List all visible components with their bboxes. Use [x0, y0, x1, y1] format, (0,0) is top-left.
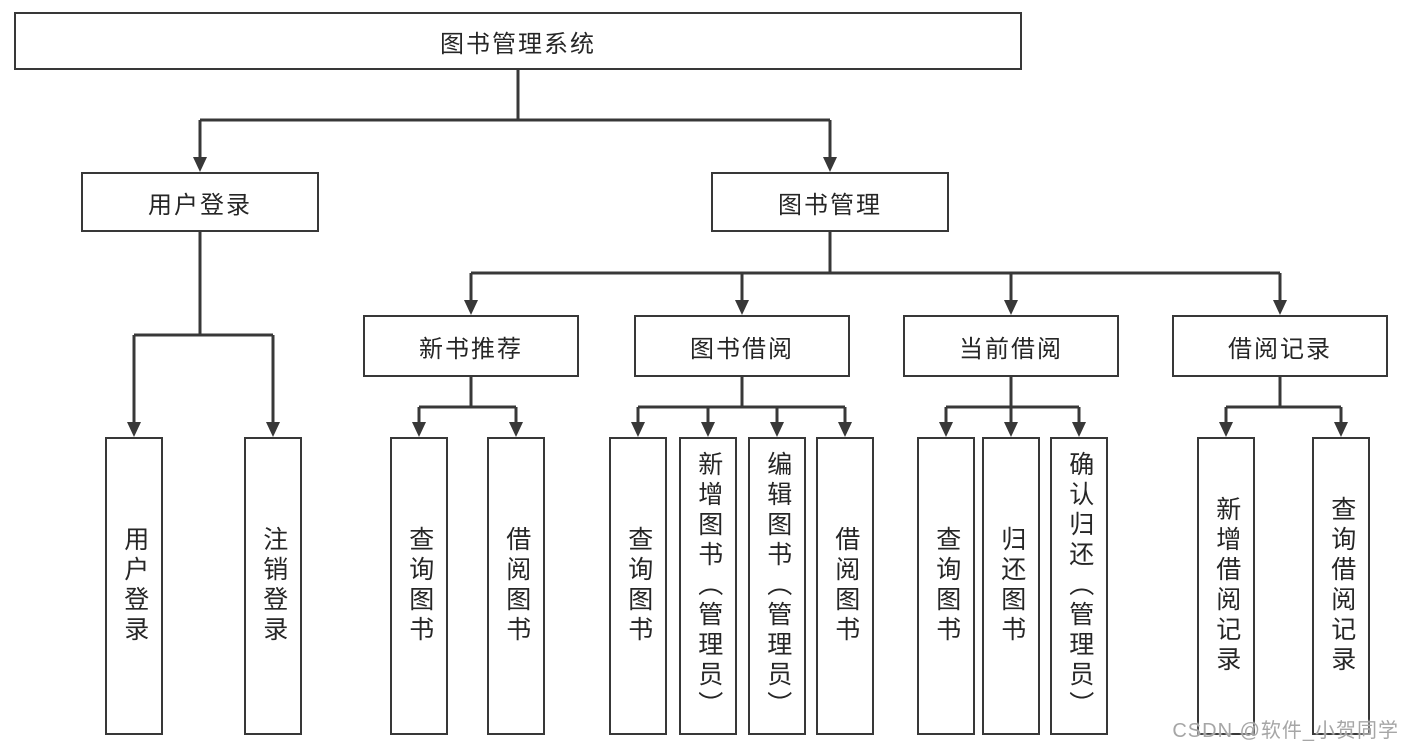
leaf-user-login: 用户登录 — [105, 437, 163, 735]
leaf-label: 借阅图书 — [831, 526, 860, 646]
leaf-label: 查询图书 — [624, 526, 653, 646]
node-label: 新书推荐 — [419, 335, 523, 363]
leaf-label: 归还图书 — [997, 526, 1026, 646]
node-label: 图书管理系统 — [440, 30, 596, 58]
leaf-return-books: 归还图书 — [982, 437, 1040, 735]
leaf-label: 借阅图书 — [502, 526, 531, 646]
node-borrow-records: 借阅记录 — [1172, 315, 1388, 377]
leaf-query-borrow-record: 查询借阅记录 — [1312, 437, 1370, 735]
leaf-label: 新增借阅记录 — [1212, 496, 1241, 676]
leaf-query-books-current: 查询图书 — [917, 437, 975, 735]
node-label: 当前借阅 — [959, 335, 1063, 363]
watermark: CSDN @软件_小贺同学 — [1172, 720, 1399, 742]
leaf-add-books-admin: 新增图书（管理员） — [679, 437, 737, 735]
node-label: 用户登录 — [148, 191, 252, 219]
node-label: 图书借阅 — [690, 335, 794, 363]
leaf-edit-books-admin: 编辑图书（管理员） — [748, 437, 806, 735]
leaf-label: 用户登录 — [120, 526, 149, 646]
leaf-label: 查询借阅记录 — [1327, 496, 1356, 676]
leaf-logout: 注销登录 — [244, 437, 302, 735]
leaf-borrow-books: 借阅图书 — [816, 437, 874, 735]
node-book-management: 图书管理 — [711, 172, 949, 232]
node-user-login: 用户登录 — [81, 172, 319, 232]
leaf-label: 查询图书 — [405, 526, 434, 646]
node-new-book-recommend: 新书推荐 — [363, 315, 579, 377]
node-current-borrowing: 当前借阅 — [903, 315, 1119, 377]
node-label: 借阅记录 — [1228, 335, 1332, 363]
leaf-confirm-return-admin: 确认归还（管理员） — [1050, 437, 1108, 735]
leaf-label: 新增图书（管理员） — [694, 451, 723, 721]
leaf-label: 查询图书 — [932, 526, 961, 646]
leaf-query-books-recommend: 查询图书 — [390, 437, 448, 735]
node-label: 图书管理 — [778, 191, 882, 219]
node-book-borrowing: 图书借阅 — [634, 315, 850, 377]
leaf-label: 确认归还（管理员） — [1065, 451, 1094, 721]
leaf-query-books-borrowing: 查询图书 — [609, 437, 667, 735]
leaf-borrow-books-recommend: 借阅图书 — [487, 437, 545, 735]
leaf-label: 编辑图书（管理员） — [763, 451, 792, 721]
leaf-add-borrow-record: 新增借阅记录 — [1197, 437, 1255, 735]
node-library-management-system: 图书管理系统 — [14, 12, 1022, 70]
leaf-label: 注销登录 — [259, 526, 288, 646]
